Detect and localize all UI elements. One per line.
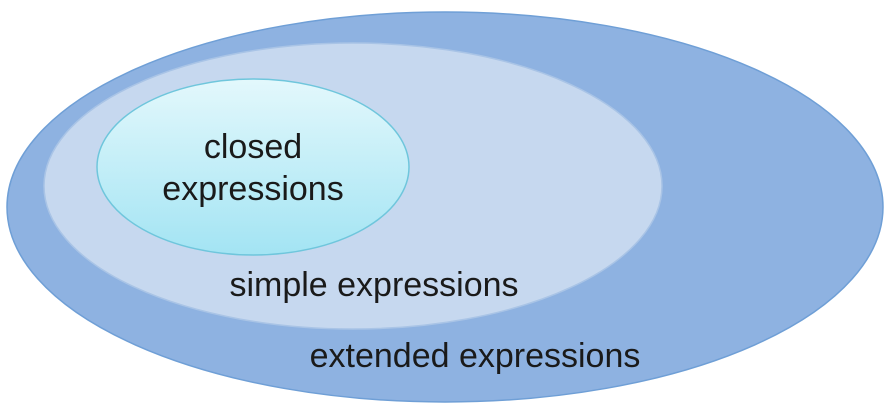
closed-expressions-ellipse bbox=[96, 78, 410, 256]
closed-expressions-label-line2: expressions bbox=[162, 170, 343, 208]
extended-expressions-label: extended expressions bbox=[310, 337, 641, 375]
closed-expressions-region bbox=[96, 78, 410, 256]
closed-expressions-label-line1: closed bbox=[204, 128, 302, 166]
simple-expressions-label: simple expressions bbox=[229, 266, 518, 304]
